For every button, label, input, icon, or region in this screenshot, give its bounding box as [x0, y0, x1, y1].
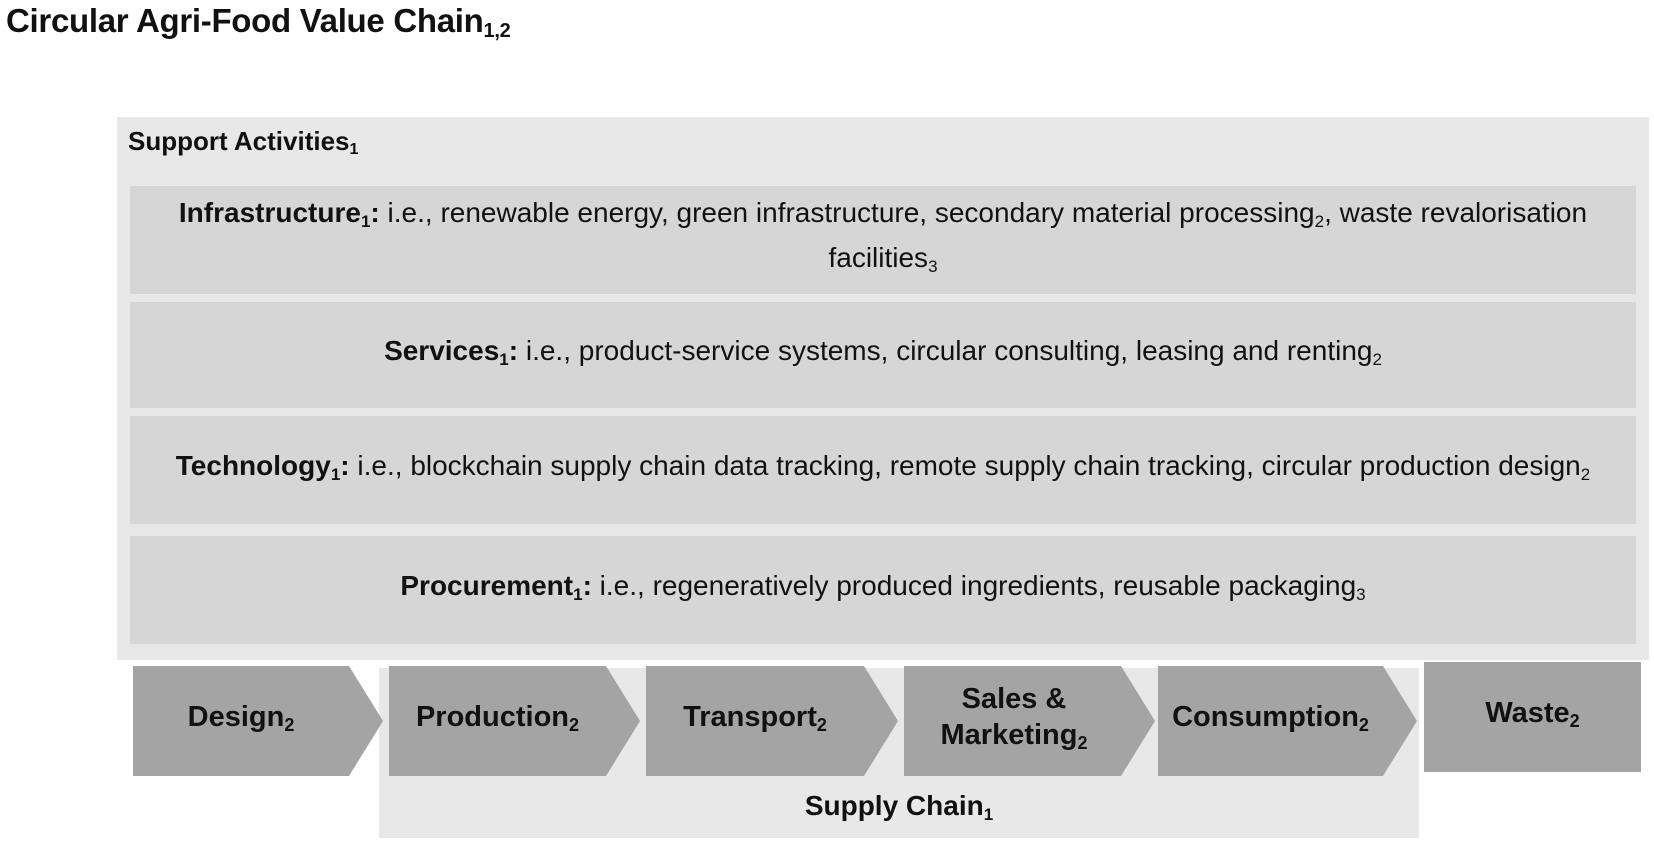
row-footnote: 2 — [1372, 349, 1382, 369]
row-label: Infrastructure1: — [178, 197, 380, 231]
title-text: Circular Agri-Food Value Chain — [6, 2, 484, 39]
row-description: i.e., regeneratively produced ingredient… — [591, 569, 1357, 601]
stage-label-text: Waste — [1485, 697, 1570, 729]
stage-label-text: Production — [415, 701, 570, 733]
support-label-text: Support Activities — [128, 126, 350, 156]
row-footnote-2: 3 — [928, 257, 938, 276]
row-description-cont: , waste revalorisation facilities — [828, 197, 1588, 273]
stage-label-text: Design — [187, 701, 285, 733]
row-label-footnote: 1 — [499, 349, 509, 369]
row-label-text: Infrastructure — [178, 197, 361, 228]
stage-label-text: Consumption — [1172, 701, 1359, 733]
row-label-colon: : — [370, 197, 380, 228]
row-services: Services1: i.e., product-service systems… — [130, 302, 1636, 408]
support-label-footnote: 1 — [349, 141, 359, 158]
supply-chain-label: Supply Chain1 — [379, 790, 1419, 825]
stage-footnote: 2 — [1569, 711, 1580, 731]
diagram-title: Circular Agri-Food Value Chain1,2 — [6, 2, 511, 43]
stage-label-text: Sales & Marketing — [940, 683, 1078, 751]
stage-waste: Waste2 — [1424, 662, 1641, 772]
stage-sales-marketing: Sales & Marketing2 — [914, 666, 1114, 776]
row-footnote: 2 — [1580, 464, 1591, 484]
row-label-footnote: 1 — [360, 212, 371, 231]
row-procurement-text: Procurement1: i.e., regeneratively produ… — [400, 568, 1365, 613]
stage-footnote: 2 — [284, 715, 295, 735]
row-label-colon: : — [340, 449, 350, 481]
support-activities-label: Support Activities1 — [128, 126, 358, 159]
stage-label: Sales & Marketing2 — [914, 681, 1114, 761]
stage-shape-transport — [646, 666, 898, 776]
row-label-footnote: 1 — [573, 584, 583, 604]
row-footnote: 3 — [1356, 584, 1366, 604]
stage-footnote: 2 — [816, 715, 827, 735]
row-description: i.e., renewable energy, green infrastruc… — [379, 197, 1315, 228]
row-label-colon: : — [508, 334, 519, 366]
row-label-text: Technology — [175, 449, 331, 481]
row-label: Services1: — [384, 334, 519, 369]
stage-footnote: 2 — [1077, 733, 1088, 753]
stage-label: Waste2 — [1485, 695, 1579, 739]
supply-chain-label-text: Supply Chain — [804, 790, 984, 821]
stage-label-text: Transport — [683, 701, 817, 733]
stage-label: Transport2 — [683, 699, 827, 743]
row-label-text: Procurement — [400, 569, 574, 601]
row-label-footnote: 1 — [330, 464, 341, 484]
stage-transport: Transport2 — [646, 666, 864, 776]
stage-shape-sales-marketing — [904, 666, 1155, 776]
row-label: Technology1: — [175, 449, 350, 484]
stage-shape-consumption — [1158, 666, 1417, 776]
stage-label: Design2 — [188, 699, 295, 743]
row-technology-text: Technology1: i.e., blockchain supply cha… — [176, 448, 1590, 493]
row-infrastructure: Infrastructure1: i.e., renewable energy,… — [130, 186, 1636, 294]
row-services-text: Services1: i.e., product-service systems… — [384, 333, 1382, 378]
row-technology: Technology1: i.e., blockchain supply cha… — [130, 416, 1636, 524]
stage-label: Consumption2 — [1172, 699, 1369, 743]
row-description: i.e., product-service systems, circular … — [518, 334, 1373, 366]
stage-shape-production — [389, 666, 640, 776]
stage-shape-waste — [1424, 662, 1641, 772]
stage-footnote: 2 — [569, 715, 580, 735]
row-label: Procurement1: — [400, 569, 592, 604]
stage-label: Production2 — [416, 699, 579, 743]
stage-production: Production2 — [389, 666, 606, 776]
stage-consumption: Consumption2 — [1158, 666, 1383, 776]
row-footnote: 2 — [1314, 212, 1325, 231]
row-infrastructure-text: Infrastructure1: i.e., renewable energy,… — [146, 195, 1620, 285]
supply-chain-footnote: 1 — [983, 805, 994, 824]
row-label-colon: : — [582, 569, 592, 601]
row-label-text: Services — [384, 334, 500, 366]
row-description: i.e., blockchain supply chain data track… — [349, 449, 1581, 481]
stage-design: Design2 — [133, 666, 349, 776]
row-procurement: Procurement1: i.e., regeneratively produ… — [130, 536, 1636, 644]
title-footnote: 1,2 — [483, 20, 511, 42]
stage-footnote: 2 — [1358, 715, 1369, 735]
stage-shape-design — [133, 666, 383, 776]
